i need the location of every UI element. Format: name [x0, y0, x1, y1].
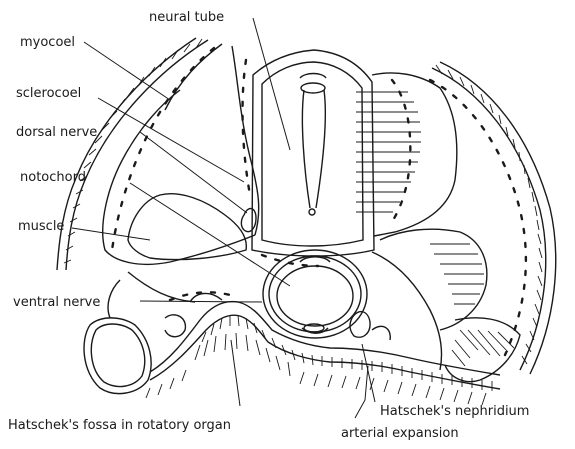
dorsal-nerve-loop: [241, 209, 256, 232]
label-arterial-expansion: arterial expansion: [341, 426, 459, 441]
label-sclerocoel: sclerocoel: [16, 86, 81, 101]
label-neural-tube: neural tube: [149, 10, 224, 25]
label-myocoel: myocoel: [20, 35, 75, 50]
left-myotome: [103, 44, 259, 264]
left-lower-lobe: [84, 272, 195, 394]
label-dorsal-nerve: dorsal nerve: [16, 125, 97, 140]
notochord-shape: [263, 250, 367, 338]
label-muscle: muscle: [18, 219, 64, 234]
left-muscle-block: [128, 194, 246, 260]
label-hatscheks-fossa: Hatschek's fossa in rotatory organ: [8, 418, 231, 433]
ventral-body-wall: [146, 293, 500, 405]
label-ventral-nerve: ventral nerve: [13, 295, 100, 310]
label-hatscheks-nephridium: Hatschek's nephridium: [380, 404, 529, 419]
right-dashed-lining: [430, 80, 526, 355]
left-ectoderm-band: [57, 38, 208, 270]
label-notochord: notochord: [20, 170, 86, 185]
